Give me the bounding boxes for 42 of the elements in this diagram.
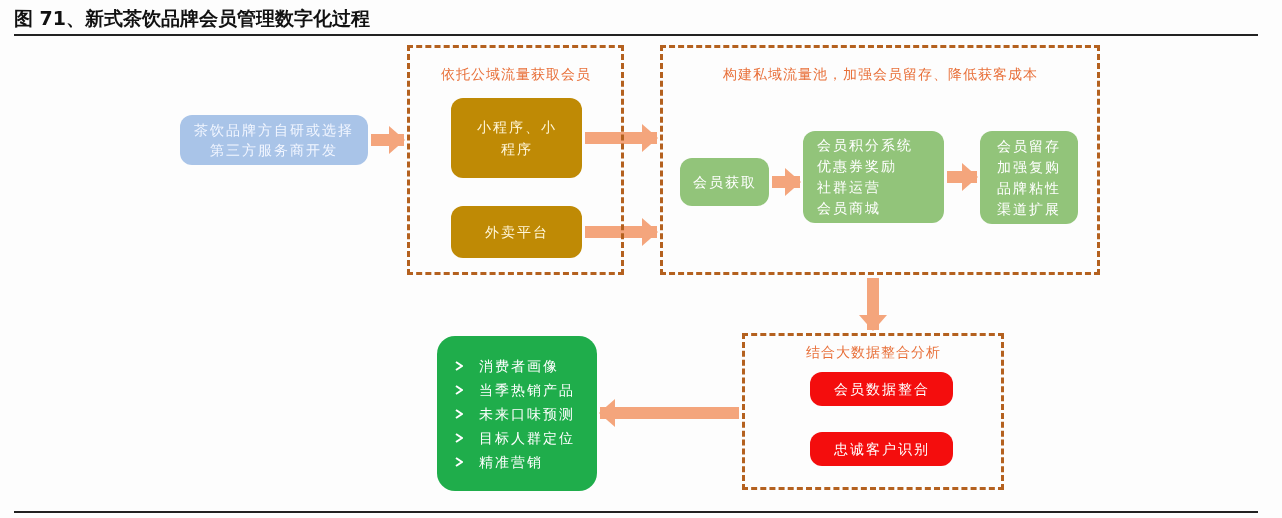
list-item: 会员积分系统 xyxy=(817,136,913,155)
list-item: 渠道扩展 xyxy=(997,199,1061,219)
box-label: 忠诚客户识别 xyxy=(833,440,930,459)
list-item: 当季热销产品 xyxy=(479,380,575,400)
block-arrow xyxy=(371,126,405,154)
box-label: 小程序、小程序 xyxy=(475,118,558,159)
box-label: 会员获取 xyxy=(692,173,757,192)
title: 图 71、新式茶饮品牌会员管理数字化过程 xyxy=(14,6,371,31)
process-box xyxy=(803,131,944,223)
process-box xyxy=(451,206,582,258)
dashed-group-box xyxy=(742,333,1004,490)
list-item: 目标人群定位 xyxy=(479,428,575,448)
process-box xyxy=(810,372,953,406)
process-box xyxy=(451,98,582,178)
list-item: 品牌粘性 xyxy=(997,178,1061,198)
result-box xyxy=(437,336,597,491)
block-arrow xyxy=(947,163,978,191)
list-item: 加强复购 xyxy=(997,157,1061,177)
block-arrow xyxy=(859,278,887,331)
group-heading: 结合大数据整合分析 xyxy=(804,344,942,362)
dashed-group-box xyxy=(407,45,624,275)
list-item: 优惠券奖励 xyxy=(817,157,897,176)
list-item: 精准营销 xyxy=(479,452,543,472)
list-item: 会员留存 xyxy=(997,136,1061,156)
group-heading: 依托公域流量获取会员 xyxy=(439,66,592,84)
dashed-group-box xyxy=(660,45,1100,275)
process-box xyxy=(680,158,769,206)
box-label: 外卖平台 xyxy=(484,223,549,242)
process-box xyxy=(180,115,368,165)
box-label: 会员数据整合 xyxy=(833,380,930,399)
process-box xyxy=(810,432,953,466)
process-box xyxy=(980,131,1078,224)
list-item: 未来口味预测 xyxy=(479,404,575,424)
list-item: 消费者画像 xyxy=(479,356,559,376)
block-arrow xyxy=(585,124,658,152)
box-label: 茶饮品牌方自研或选择第三方服务商开发 xyxy=(193,121,355,160)
block-arrow xyxy=(585,218,658,246)
group-heading: 构建私域流量池，加强会员留存、降低获客成本 xyxy=(721,66,1039,84)
list-item: 会员商城 xyxy=(817,199,881,218)
list-item: 社群运营 xyxy=(817,178,881,197)
block-arrow xyxy=(772,168,801,196)
block-arrow xyxy=(599,399,739,427)
